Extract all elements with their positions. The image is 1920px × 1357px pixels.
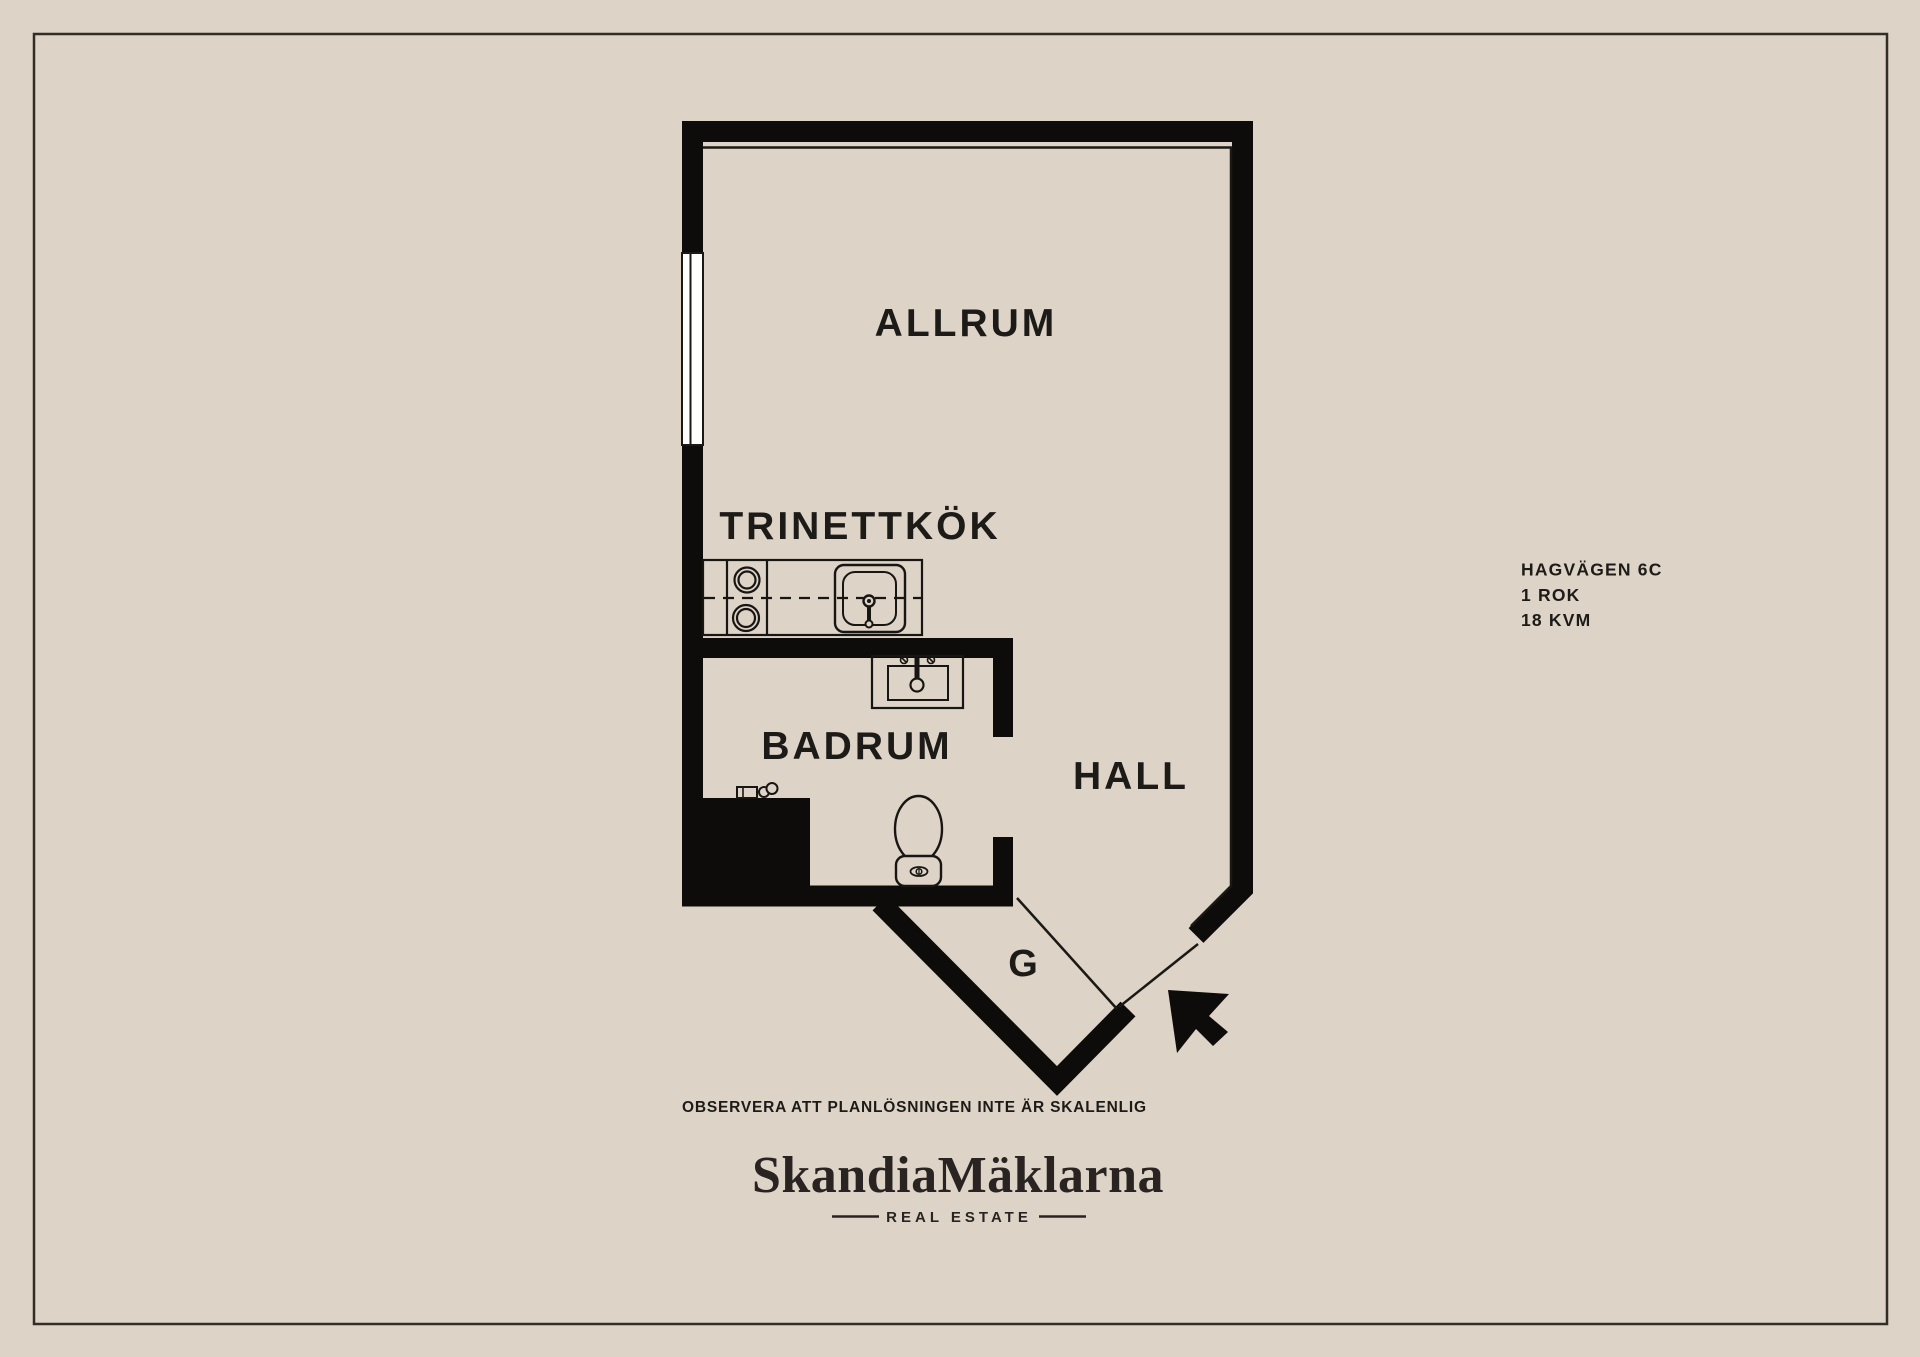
room-label-closet: G: [1008, 943, 1038, 985]
kitchen-counter: [701, 558, 924, 637]
brand-logo: SkandiaMäklarna REAL ESTATE: [752, 1147, 1164, 1226]
property-info-block: HAGVÄGEN 6C 1 ROK 18 KVM: [1521, 560, 1663, 631]
room-label-bathroom: BADRUM: [761, 725, 952, 768]
washer-valve-icon: [736, 782, 779, 799]
disclaimer: OBSERVERA ATT PLANLÖSNINGEN INTE ÄR SKAL…: [682, 1099, 1147, 1116]
info-layout: 1 ROK: [1521, 585, 1580, 605]
room-label-hall: HALL: [1073, 755, 1189, 798]
stove-icon: [731, 566, 761, 633]
entrance-arrow-icon: [1168, 990, 1229, 1053]
entrance-door-line: [1118, 943, 1199, 1008]
logo-tagline: REAL ESTATE: [886, 1209, 1032, 1226]
floor-plan-drawing: ALLRUM TRINETTKÖK BADRUM HALL G: [681, 121, 1253, 1096]
toilet-icon: [893, 794, 944, 888]
window-glass: [681, 252, 704, 446]
info-area: 18 KVM: [1521, 610, 1591, 630]
counter-outline: [701, 558, 924, 637]
logo-wordmark: SkandiaMäklarna: [752, 1147, 1164, 1204]
bathroom-walls: [682, 638, 1013, 737]
bathroom-sink-icon: [870, 654, 965, 710]
info-address: HAGVÄGEN 6C: [1521, 560, 1663, 580]
inner-wall-line: [703, 146, 1233, 927]
closet-opening-line: [1016, 897, 1118, 1010]
shaft-block: [682, 798, 810, 906]
window: [681, 252, 704, 446]
kitchen-sink-icon: [833, 563, 907, 634]
closet-walls: [872, 895, 1136, 1096]
room-label-living: ALLRUM: [875, 302, 1058, 345]
room-label-kitchen: TRINETTKÖK: [719, 505, 1000, 548]
page-frame-border: [32, 32, 1889, 1326]
